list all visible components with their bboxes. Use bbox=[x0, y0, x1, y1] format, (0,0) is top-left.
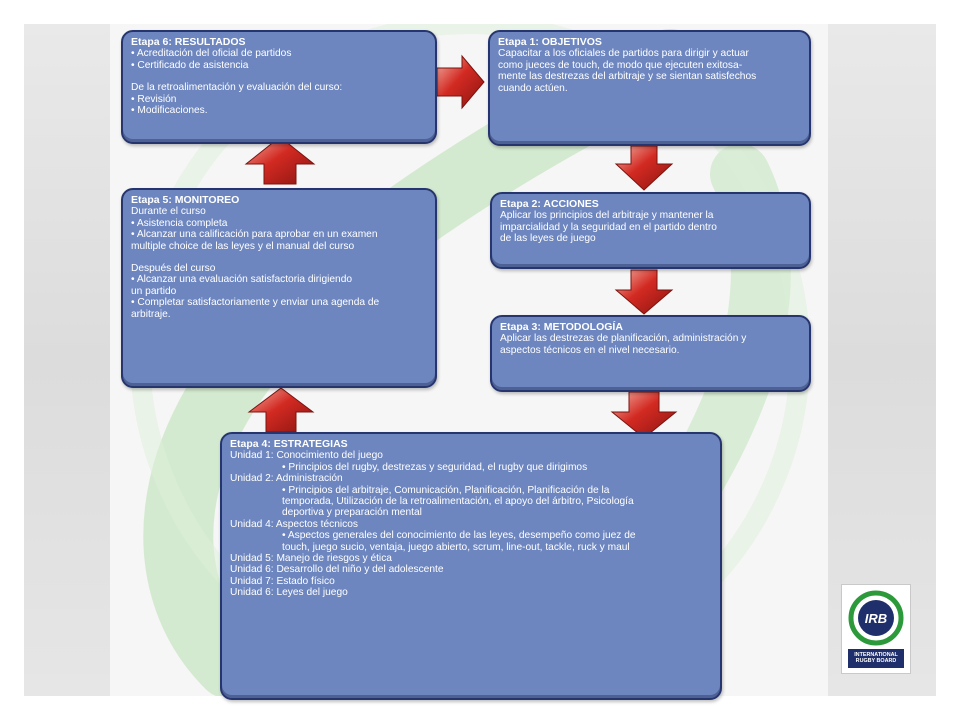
stage4-lines: Unidad 1: Conocimiento del juego• Princi… bbox=[230, 450, 712, 598]
irb-emblem-icon: IRB bbox=[848, 590, 904, 646]
text-line: cuando actúen. bbox=[498, 82, 568, 94]
text-line: • Alcanzar una calificación para aprobar… bbox=[131, 229, 378, 241]
logo-line1: INTERNATIONAL bbox=[854, 652, 898, 658]
spacer bbox=[131, 252, 427, 263]
stage3-box: Etapa 3: METODOLOGÍA Aplicar las destrez… bbox=[490, 315, 811, 392]
stage1-title: Etapa 1: OBJETIVOS bbox=[498, 36, 602, 48]
arrow-down-icon bbox=[614, 145, 674, 191]
logo-line2: RUGBY BOARD bbox=[855, 658, 897, 664]
stage2-title: Etapa 2: ACCIONES bbox=[500, 198, 599, 210]
text-line: aspectos técnicos en el nivel necesario. bbox=[500, 344, 680, 356]
unit-detail-line: • Principios del rugby, destrezas y segu… bbox=[282, 461, 588, 473]
stage3-lines: Aplicar las destrezas de planificación, … bbox=[500, 333, 801, 356]
stage6-title: Etapa 6: RESULTADOS bbox=[131, 36, 246, 48]
text-line: • Acreditación del oficial de partidos bbox=[131, 48, 292, 60]
unit-line: Unidad 6: Desarrollo del niño y del adol… bbox=[230, 564, 444, 576]
spacer bbox=[131, 71, 427, 82]
text-line: • Certificado de asistencia bbox=[131, 59, 249, 71]
unit-detail-line: • Principios del arbitraje, Comunicación… bbox=[282, 484, 610, 496]
text-line: Después del curso bbox=[131, 263, 216, 275]
unit-detail-line: deportiva y preparación mental bbox=[282, 507, 422, 519]
text-line: Aplicar las destrezas de planificación, … bbox=[500, 333, 747, 345]
stage6-box: Etapa 6: RESULTADOS • Acreditación del o… bbox=[121, 30, 437, 144]
stage5-lines: Durante el curso• Asistencia completa• A… bbox=[131, 206, 427, 320]
arrow-up-icon bbox=[247, 387, 315, 433]
stage5-box: Etapa 5: MONITOREO Durante el curso• Asi… bbox=[121, 188, 437, 388]
text-line: De la retroalimentación y evaluación del… bbox=[131, 82, 343, 94]
text-line: • Completar satisfactoriamente y enviar … bbox=[131, 297, 380, 309]
arrow-right-icon bbox=[436, 54, 485, 110]
stage6-lines: • Acreditación del oficial de partidos• … bbox=[131, 48, 427, 116]
stage5-title: Etapa 5: MONITOREO bbox=[131, 194, 240, 206]
unit-detail-line: touch, juego sucio, ventaja, juego abier… bbox=[282, 541, 630, 553]
text-line: de las leyes de juego bbox=[500, 233, 596, 245]
text-line: • Alcanzar una evaluación satisfactoria … bbox=[131, 274, 353, 286]
text-line: Aplicar los principios del arbitraje y m… bbox=[500, 210, 714, 222]
text-line: como jueces de touch, de modo que ejecut… bbox=[498, 59, 743, 71]
left-gray-panel bbox=[24, 24, 110, 696]
text-line: • Revisión bbox=[131, 93, 177, 105]
unit-detail-line: temporada, Utilización de la retroalimen… bbox=[282, 496, 634, 508]
logo-letters: IRB bbox=[865, 611, 887, 626]
stage4-title: Etapa 4: ESTRATEGIAS bbox=[230, 438, 348, 450]
text-line: Durante el curso bbox=[131, 206, 206, 218]
text-line: • Asistencia completa bbox=[131, 217, 228, 229]
stage2-box: Etapa 2: ACCIONES Aplicar los principios… bbox=[490, 192, 811, 269]
text-line: multiple choice de las leyes y el manual… bbox=[131, 240, 355, 252]
stage1-lines: Capacitar a los oficiales de partidos pa… bbox=[498, 48, 801, 94]
stage4-box: Etapa 4: ESTRATEGIAS Unidad 1: Conocimie… bbox=[220, 432, 722, 700]
text-line: • Modificaciones. bbox=[131, 105, 208, 117]
arrow-down-icon bbox=[610, 391, 678, 439]
text-line: Capacitar a los oficiales de partidos pa… bbox=[498, 48, 749, 60]
unit-line: Unidad 5: Manejo de riesgos y ética bbox=[230, 553, 392, 565]
irb-logo: IRB INTERNATIONAL RUGBY BOARD bbox=[841, 584, 911, 674]
unit-line: Unidad 2: Administración bbox=[230, 473, 343, 485]
unit-line: Unidad 1: Conocimiento del juego bbox=[230, 450, 383, 462]
arrow-down-icon bbox=[614, 269, 674, 315]
unit-line: Unidad 6: Leyes del juego bbox=[230, 587, 348, 599]
text-line: arbitraje. bbox=[131, 308, 171, 320]
text-line: un partido bbox=[131, 285, 177, 297]
stage2-lines: Aplicar los principios del arbitraje y m… bbox=[500, 210, 801, 244]
arrow-up-icon bbox=[244, 136, 316, 185]
text-line: mente las destrezas del arbitraje y se s… bbox=[498, 71, 757, 83]
unit-line: Unidad 4: Aspectos técnicos bbox=[230, 518, 358, 530]
unit-line: Unidad 7: Estado físico bbox=[230, 575, 335, 587]
stage1-box: Etapa 1: OBJETIVOS Capacitar a los ofici… bbox=[488, 30, 811, 146]
stage3-title: Etapa 3: METODOLOGÍA bbox=[500, 321, 623, 333]
logo-plate: INTERNATIONAL RUGBY BOARD bbox=[848, 649, 904, 668]
text-line: imparcialidad y la seguridad en el parti… bbox=[500, 221, 717, 233]
unit-detail-line: • Aspectos generales del conocimiento de… bbox=[282, 530, 636, 542]
